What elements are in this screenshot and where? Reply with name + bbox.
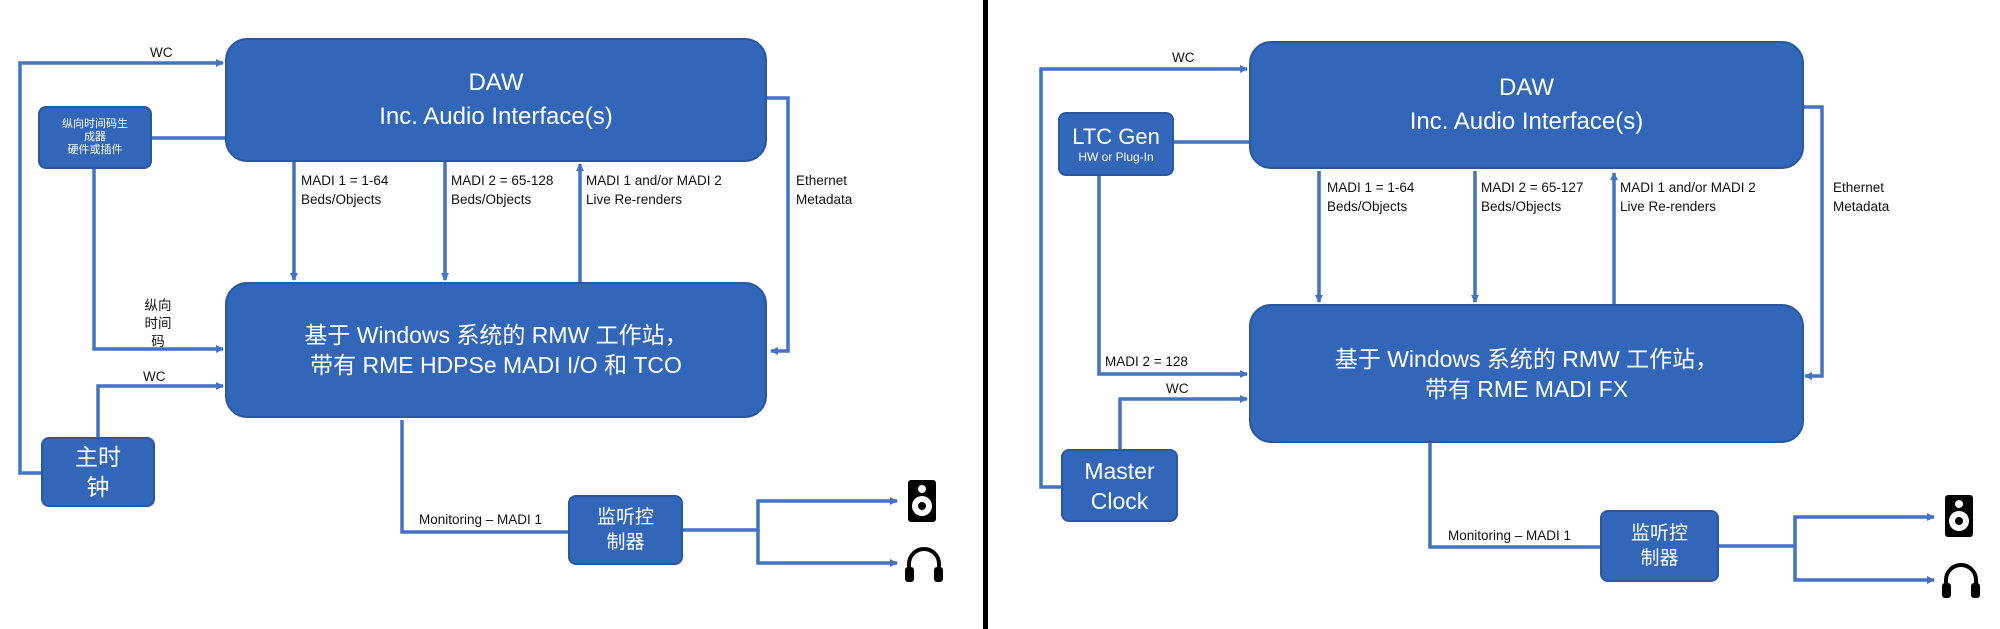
right-monitor-line2: 制器 xyxy=(1640,548,1679,569)
left-daw-title: DAW xyxy=(468,69,524,96)
right-wc-mid-label: WC xyxy=(1166,381,1189,396)
headphones-icon xyxy=(1942,563,1980,598)
right-monitor-controller-box: 监听控 制器 xyxy=(1600,510,1719,582)
left-madi2-label-a: MADI 2 = 65-128 xyxy=(451,173,554,188)
left-ltc-vertical-3: 码 xyxy=(151,334,165,349)
left-daw-box: DAW Inc. Audio Interface(s) xyxy=(225,38,767,162)
right-ltc-line2: HW or Plug-In xyxy=(1078,150,1154,164)
right-rerender-label-b: Live Re-renders xyxy=(1620,199,1717,214)
left-madi1-label-a: MADI 1 = 1-64 xyxy=(301,173,389,188)
right-madi1-label-a: MADI 1 = 1-64 xyxy=(1327,180,1415,195)
right-ethernet-label-b: Metadata xyxy=(1833,199,1890,214)
right-daw-box: DAW Inc. Audio Interface(s) xyxy=(1249,41,1804,169)
left-ltc-line2: 成器 xyxy=(84,131,106,143)
right-daw-title: DAW xyxy=(1498,74,1555,101)
left-monitoring-label: Monitoring – MADI 1 xyxy=(419,512,543,527)
left-ltc-vertical-label: 纵向 时间 码 xyxy=(140,297,176,351)
right-rmw-line2: 带有 RME MADI FX xyxy=(1424,375,1629,402)
left-ltc-line1: 纵向时间码生 xyxy=(62,118,128,130)
speaker-icon xyxy=(1945,495,1973,537)
left-ltc-line3: 硬件或插件 xyxy=(67,144,123,156)
left-daw-subtitle: Inc. Audio Interface(s) xyxy=(379,103,613,130)
right-madi2-label-a: MADI 2 = 65-127 xyxy=(1481,180,1584,195)
left-ltc-vertical-2: 时间 xyxy=(144,316,172,331)
left-madi2-label-b: Beds/Objects xyxy=(451,192,532,207)
right-master-clock-line2: Clock xyxy=(1090,487,1149,514)
left-ltc-generator-box: 纵向时间码生 成器 硬件或插件 xyxy=(38,106,152,169)
left-master-clock-wc-to-daw xyxy=(18,59,224,475)
right-master-clock-box: Master Clock xyxy=(1061,449,1178,522)
right-ethernet-arrow xyxy=(1804,105,1824,380)
right-ltc-line1: LTC Gen xyxy=(1072,124,1160,149)
left-ltc-to-rmw xyxy=(92,168,224,353)
left-master-clock-line2: 钟 xyxy=(86,474,110,500)
right-daw-subtitle: Inc. Audio Interface(s) xyxy=(1409,108,1644,135)
left-wc-top-label: WC xyxy=(150,45,173,60)
right-monitor-to-headphones xyxy=(1793,546,1935,584)
left-rerender-label-a: MADI 1 and/or MADI 2 xyxy=(586,173,722,188)
left-monitor-to-headphones xyxy=(756,530,898,567)
right-rmw-box: 基于 Windows 系统的 RMW 工作站， 带有 RME MADI FX xyxy=(1249,304,1804,443)
left-monitor-to-speaker xyxy=(683,497,898,532)
speaker-icon xyxy=(908,480,936,522)
left-madi1-label-b: Beds/Objects xyxy=(301,192,382,207)
panel-divider xyxy=(983,0,988,629)
left-rmw-line2: 带有 RME HDPSe MADI I/O 和 TCO xyxy=(310,352,682,378)
left-ethernet-label-b: Metadata xyxy=(796,192,853,207)
left-monitor-line2: 制器 xyxy=(606,532,645,553)
left-master-clock-wc-to-rmw xyxy=(96,382,224,440)
right-master-clock-wc-to-rmw xyxy=(1118,395,1248,450)
right-rmw-line1: 基于 Windows 系统的 RMW 工作站， xyxy=(1334,345,1719,372)
right-monitoring-line xyxy=(1428,443,1601,549)
right-master-clock-line1: Master xyxy=(1084,457,1155,484)
left-ethernet-label-a: Ethernet xyxy=(796,173,848,188)
right-master-clock-wc-to-daw xyxy=(1039,65,1248,489)
left-master-clock-box: 主时 钟 xyxy=(41,437,155,507)
left-rmw-box: 基于 Windows 系统的 RMW 工作站， 带有 RME HDPSe MAD… xyxy=(225,282,767,418)
left-master-clock-line1: 主时 xyxy=(75,444,121,470)
right-monitor-line1: 监听控 xyxy=(1630,523,1688,544)
left-rerender-label-b: Live Re-renders xyxy=(586,192,683,207)
right-monitoring-label: Monitoring – MADI 1 xyxy=(1448,528,1572,543)
left-ltc-vertical-1: 纵向 xyxy=(144,298,172,313)
right-ethernet-label-a: Ethernet xyxy=(1833,180,1885,195)
left-wc-mid-label: WC xyxy=(143,369,166,384)
right-madi2-ltc-label: MADI 2 = 128 xyxy=(1105,354,1188,369)
right-ltc-to-rmw xyxy=(1097,176,1248,378)
right-madi1-label-b: Beds/Objects xyxy=(1327,199,1408,214)
right-wc-top-label: WC xyxy=(1172,50,1195,65)
right-rerender-label-a: MADI 1 and/or MADI 2 xyxy=(1620,180,1756,195)
right-monitor-to-speaker xyxy=(1719,513,1935,548)
right-ltc-generator-box: LTC Gen HW or Plug-In xyxy=(1058,112,1174,176)
left-monitor-controller-box: 监听控 制器 xyxy=(568,495,683,565)
right-madi2-label-b: Beds/Objects xyxy=(1481,199,1562,214)
left-monitoring-line xyxy=(400,420,569,534)
left-monitor-line1: 监听控 xyxy=(596,507,654,528)
left-rmw-line1: 基于 Windows 系统的 RMW 工作站， xyxy=(304,322,688,348)
left-ethernet-arrow xyxy=(767,96,790,355)
headphones-icon xyxy=(905,547,943,582)
